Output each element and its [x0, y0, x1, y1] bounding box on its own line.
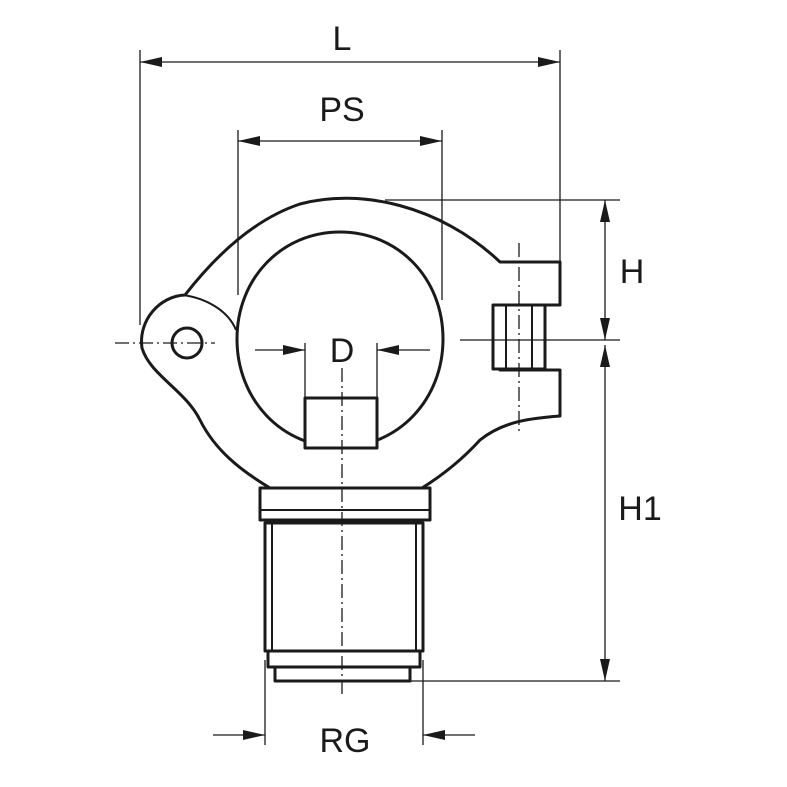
arrowhead: [243, 730, 265, 740]
label-H: H: [620, 253, 645, 291]
label-PS: PS: [319, 91, 364, 129]
clamp-bolt: [491, 303, 547, 371]
arrowhead: [423, 730, 445, 740]
center-lines: [115, 243, 520, 695]
arrowhead: [238, 136, 260, 146]
dimension-PS: PS: [237, 91, 443, 300]
label-D: D: [330, 332, 355, 370]
hinge-line: [182, 294, 237, 331]
clamp-outline: [140, 196, 562, 490]
fitting-thread: [263, 521, 425, 653]
dimension-RG: RG: [213, 660, 475, 760]
arrowhead: [538, 57, 560, 67]
label-L: L: [333, 20, 352, 58]
arrowhead: [600, 659, 610, 681]
arrowhead: [283, 345, 305, 355]
label-RG: RG: [320, 722, 371, 760]
fitting-neck: [258, 486, 432, 522]
arrowhead: [420, 136, 442, 146]
arrowhead: [140, 57, 162, 67]
arrowhead: [600, 318, 610, 340]
dimension-L: L: [139, 20, 561, 325]
inner-stub: [303, 396, 379, 450]
fitting-collar: [266, 649, 422, 669]
arrowhead: [377, 345, 399, 355]
dimension-H1: H1: [410, 345, 662, 682]
arrowhead: [600, 200, 610, 222]
dimension-H: H: [385, 199, 645, 341]
threaded-fitting: [258, 486, 432, 683]
dimension-D: D: [255, 332, 430, 398]
label-H1: H1: [618, 490, 661, 528]
arrowhead: [600, 345, 610, 367]
